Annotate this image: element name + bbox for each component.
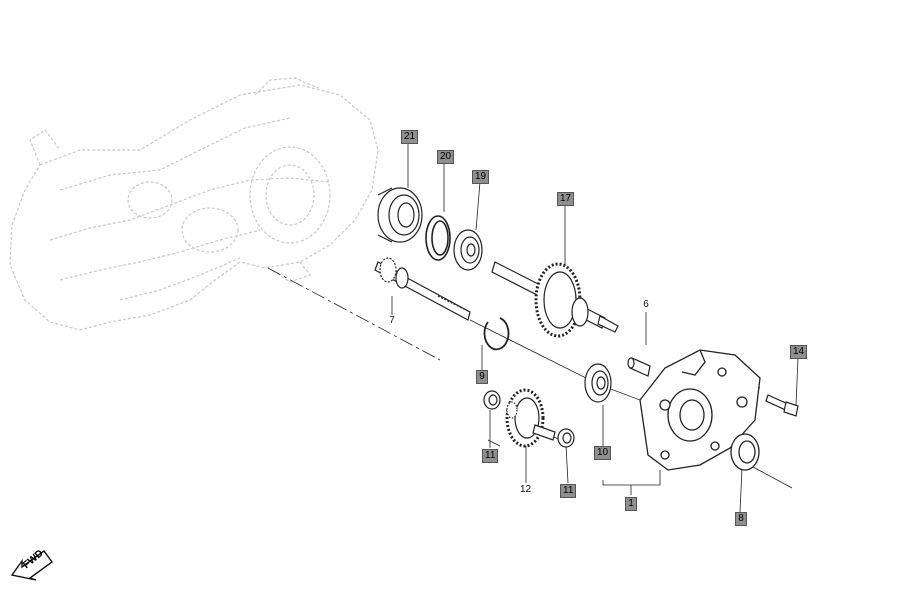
callout-14: 14 (790, 345, 808, 359)
callout-6: 6 (643, 299, 649, 310)
part-8-oil-seal (730, 433, 760, 471)
callout-1: 1 (625, 497, 637, 511)
part-21-bearing (377, 187, 423, 243)
part-14-bolt (765, 394, 799, 417)
callout-20: 20 (437, 150, 455, 164)
part-7-shaft (374, 257, 471, 321)
part-1-cover (639, 349, 761, 471)
callout-12: 12 (520, 484, 532, 495)
callout-10: 10 (594, 446, 612, 460)
part-20-ring (425, 215, 451, 261)
part-11-bushing-left (483, 390, 501, 410)
part-10-bearing (584, 363, 612, 403)
callout-11-right: 11 (560, 484, 577, 498)
part-6-dowel-pin (627, 357, 651, 377)
callout-leaders (391, 142, 799, 513)
part-17-gear-shaft (491, 261, 619, 338)
callout-9: 9 (476, 370, 488, 384)
part-12-gear (505, 388, 556, 448)
callout-11-left: 11 (482, 449, 499, 463)
part-11-bushing-right (557, 428, 575, 448)
callout-7: 7 (389, 315, 395, 326)
part-9-snap-ring (483, 317, 510, 351)
callout-19: 19 (472, 170, 490, 184)
callout-21: 21 (401, 130, 419, 144)
fwd-arrow-icon (10, 550, 53, 581)
callout-8: 8 (735, 512, 747, 526)
engine-casing-outline (9, 77, 379, 331)
callout-17: 17 (557, 192, 575, 206)
part-19-bearing (453, 229, 483, 271)
